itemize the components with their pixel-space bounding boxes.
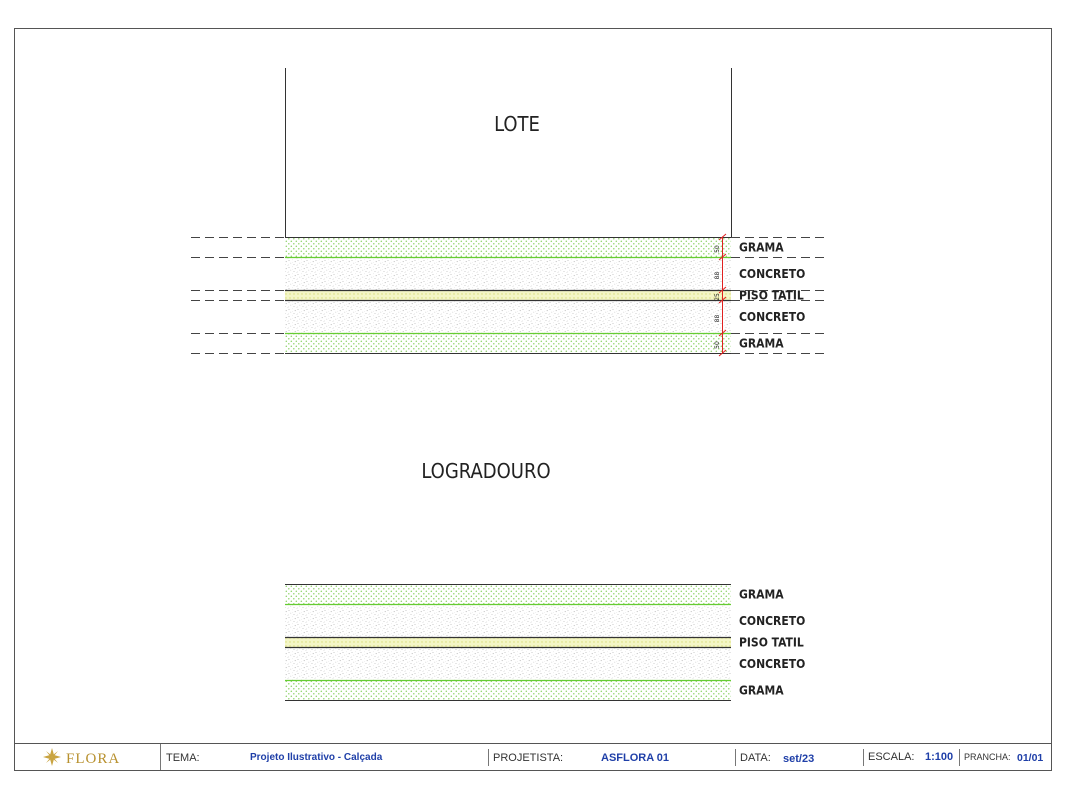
layer-grass — [285, 584, 731, 604]
flora-logo: FLORA — [43, 748, 120, 767]
title-block: FLORA TEMA: Projeto Ilustrativo - Calçad… — [14, 743, 1052, 770]
layer-label: CONCRETO — [739, 267, 805, 281]
dimension-label: 50 — [714, 341, 721, 349]
layer-label: CONCRETO — [739, 614, 805, 628]
dimension-label: 25 — [714, 293, 721, 301]
data-label: DATA: — [740, 752, 771, 764]
dimension-tick — [718, 296, 727, 304]
dimension-label: 88 — [714, 315, 721, 323]
dimension-tick — [718, 286, 727, 294]
street-label: LOGRADOURO — [421, 459, 550, 483]
layer-label: CONCRETO — [739, 310, 805, 324]
layer-concrete — [285, 604, 731, 637]
layer-concrete — [285, 257, 731, 290]
dimension-tick — [718, 329, 727, 337]
layer-tactile — [285, 290, 731, 300]
data-value: set/23 — [783, 753, 814, 765]
layer-label: PISO TATIL — [739, 636, 804, 650]
layer-tactile — [285, 637, 731, 647]
tema-label: TEMA: — [166, 752, 200, 764]
dimension-tick — [718, 253, 727, 261]
layer-concrete — [285, 300, 731, 333]
layer-label: CONCRETO — [739, 657, 805, 671]
layer-label: PISO TATIL — [739, 289, 804, 303]
layer-label: GRAMA — [739, 241, 784, 255]
prancha-label: PRANCHA: — [964, 752, 1011, 762]
projetista-label: PROJETISTA: — [493, 752, 563, 764]
dimension-label: 50 — [714, 245, 721, 253]
layer-grass — [285, 333, 731, 353]
layer-label: GRAMA — [739, 337, 784, 351]
dimension-label: 88 — [714, 272, 721, 280]
projetista-value: ASFLORA 01 — [601, 752, 669, 764]
star-flower-icon — [43, 748, 61, 766]
logo-text: FLORA — [66, 751, 120, 767]
prancha-value: 01/01 — [1017, 752, 1043, 764]
lot-label: LOTE — [494, 112, 540, 136]
layer-label: GRAMA — [739, 684, 784, 698]
layer-label: GRAMA — [739, 588, 784, 602]
escala-value: 1:100 — [925, 751, 953, 763]
dimension-tick — [718, 349, 727, 357]
escala-label: ESCALA: — [868, 751, 914, 763]
layer-grass — [285, 237, 731, 257]
layer-grass — [285, 680, 731, 700]
dimension-tick — [718, 233, 727, 241]
layer-concrete — [285, 647, 731, 680]
sheet-frame — [14, 28, 1052, 771]
lower-sidewalk-section: GRAMA CONCRETO PISO TATIL CONCRETO GRAMA — [285, 584, 805, 701]
tema-value: Projeto Ilustrativo - Calçada — [250, 752, 383, 763]
